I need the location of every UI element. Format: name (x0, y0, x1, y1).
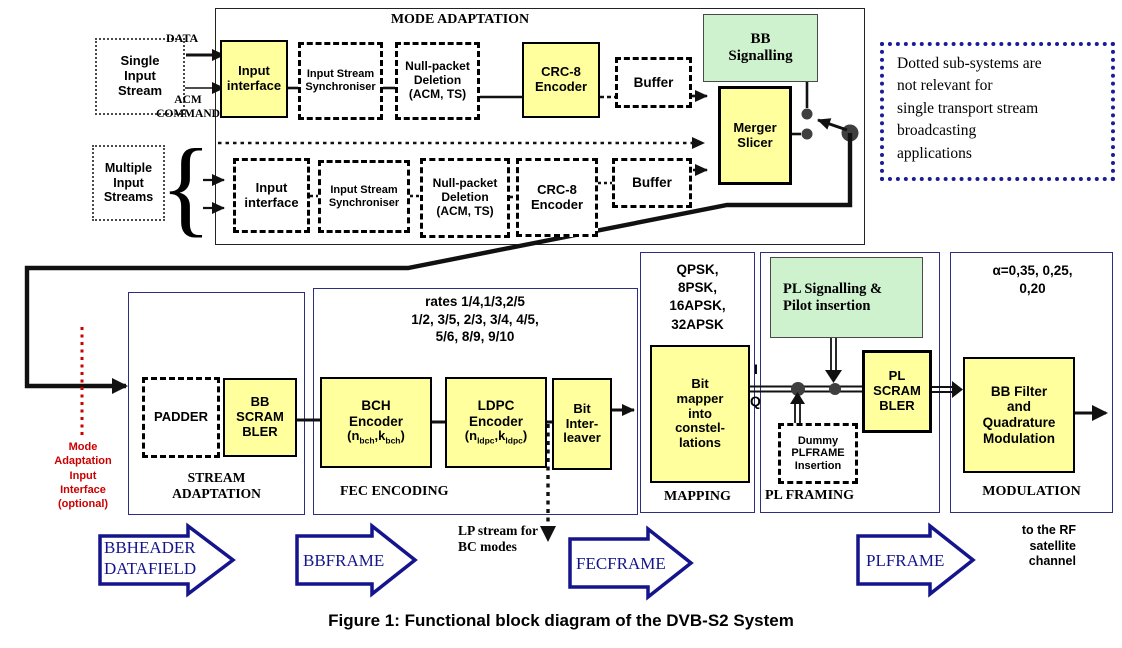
signal-path (24, 133, 853, 394)
single-input-stream-box: Single Input Stream (95, 38, 185, 115)
iq-lines (750, 382, 862, 396)
mode-adaptation-optional-note: Mode Adaptation Input Interface (optiona… (54, 441, 112, 511)
fecframe-arrow (568, 525, 694, 601)
bch-line1: BCH (361, 398, 391, 414)
acm-command-label: ACM COMMAND (156, 94, 220, 120)
buffer-2: Buffer (612, 158, 692, 208)
crc8-encoder-2: CRC-8 Encoder (516, 158, 598, 237)
bit-interleaver-box: Bit Inter- leaver (552, 378, 612, 470)
lp-stream-note: LP stream for BC modes (458, 523, 538, 555)
figure-caption: Figure 1: Functional block diagram of th… (328, 611, 794, 630)
bbheader-arrow (98, 522, 236, 598)
input-interface-1: Input interface (220, 40, 288, 118)
output-switch (792, 82, 859, 142)
pl-scrambler-box: PL SCRAM BLER (862, 350, 932, 433)
input-stream-synchroniser-2: Input Stream Synchroniser (318, 160, 410, 233)
rf-output-note: to the RF satellite channel (1021, 523, 1076, 569)
padder-box: PADDER (142, 377, 220, 458)
bch-line2: Encoder (348, 413, 403, 429)
crc8-encoder-1: CRC-8 Encoder (522, 42, 600, 118)
rolloff-note: α=0,35, 0,25, 0,20 (992, 263, 1073, 296)
bch-encoder-box: BCH Encoder (nbch,kbch) (320, 377, 432, 468)
pl-signalling-arrow (825, 338, 842, 383)
bb-signalling-box: BB Signalling (703, 14, 818, 82)
ldpc-line1: LDPC (477, 398, 515, 414)
input-stream-synchroniser-1: Input Stream Synchroniser (298, 42, 383, 120)
bbheader-datafield-label: BBHEADER DATAFIELD (104, 538, 197, 578)
plframe-arrow (856, 522, 976, 598)
buffer-1: Buffer (615, 57, 692, 108)
fec-encoding-label: FEC ENCODING (340, 484, 449, 499)
data-label: DATA (166, 31, 199, 45)
merger-slicer-box: Merger Slicer (718, 86, 792, 185)
null-packet-deletion-1: Null-packet Deletion (ACM, TS) (395, 42, 480, 120)
mode-adaptation-title: MODE ADAPTATION (390, 12, 530, 27)
ldpc-encoder-box: LDPC Encoder (nldpc,kldpc) (445, 377, 547, 468)
note-box: Dotted sub-systems are not relevant for … (880, 42, 1115, 181)
stream-adaptation-label: STREAM ADAPTATION (172, 470, 261, 502)
fecframe-label: FECFRAME (576, 554, 666, 573)
bb-scrambler-box: BB SCRAM BLER (223, 378, 297, 457)
null-packet-deletion-2: Null-packet Deletion (ACM, TS) (420, 158, 510, 238)
brace: { (160, 128, 212, 247)
bb-filter-box: BB Filter and Quadrature Modulation (963, 357, 1075, 473)
plscrambler-to-bbfilter-arrow (932, 381, 963, 398)
constellations-note: QPSK, 8PSK, 16APSK, 32APSK (669, 262, 726, 332)
ldpc-params: (nldpc,kldpc) (464, 428, 528, 446)
bbframe-label: BBFRAME (303, 551, 385, 570)
multiple-input-streams-box: Multiple Input Streams (92, 145, 165, 221)
mapping-label: MAPPING (664, 489, 731, 504)
fec-rates-note: rates 1/4,1/3,2/5 1/2, 3/5, 2/3, 3/4, 4/… (411, 294, 539, 345)
ldpc-line2: Encoder (468, 413, 523, 429)
i-label: I (754, 361, 758, 377)
pl-framing-label: PL FRAMING (765, 488, 855, 503)
plframe-label: PLFRAME (866, 551, 945, 570)
bbframe-arrow (295, 522, 418, 598)
bch-params: (nbch,kbch) (347, 428, 405, 446)
pl-signalling-box: PL Signalling & Pilot insertion (770, 257, 923, 338)
q-label: Q (750, 393, 761, 409)
modulation-label: MODULATION (982, 484, 1081, 499)
bit-mapper-box: Bit mapper into constel- lations (650, 345, 750, 483)
dummy-plframe-arrow (790, 392, 805, 423)
dummy-plframe-box: Dummy PLFRAME Insertion (778, 423, 858, 484)
input-interface-2: Input interface (233, 158, 310, 233)
